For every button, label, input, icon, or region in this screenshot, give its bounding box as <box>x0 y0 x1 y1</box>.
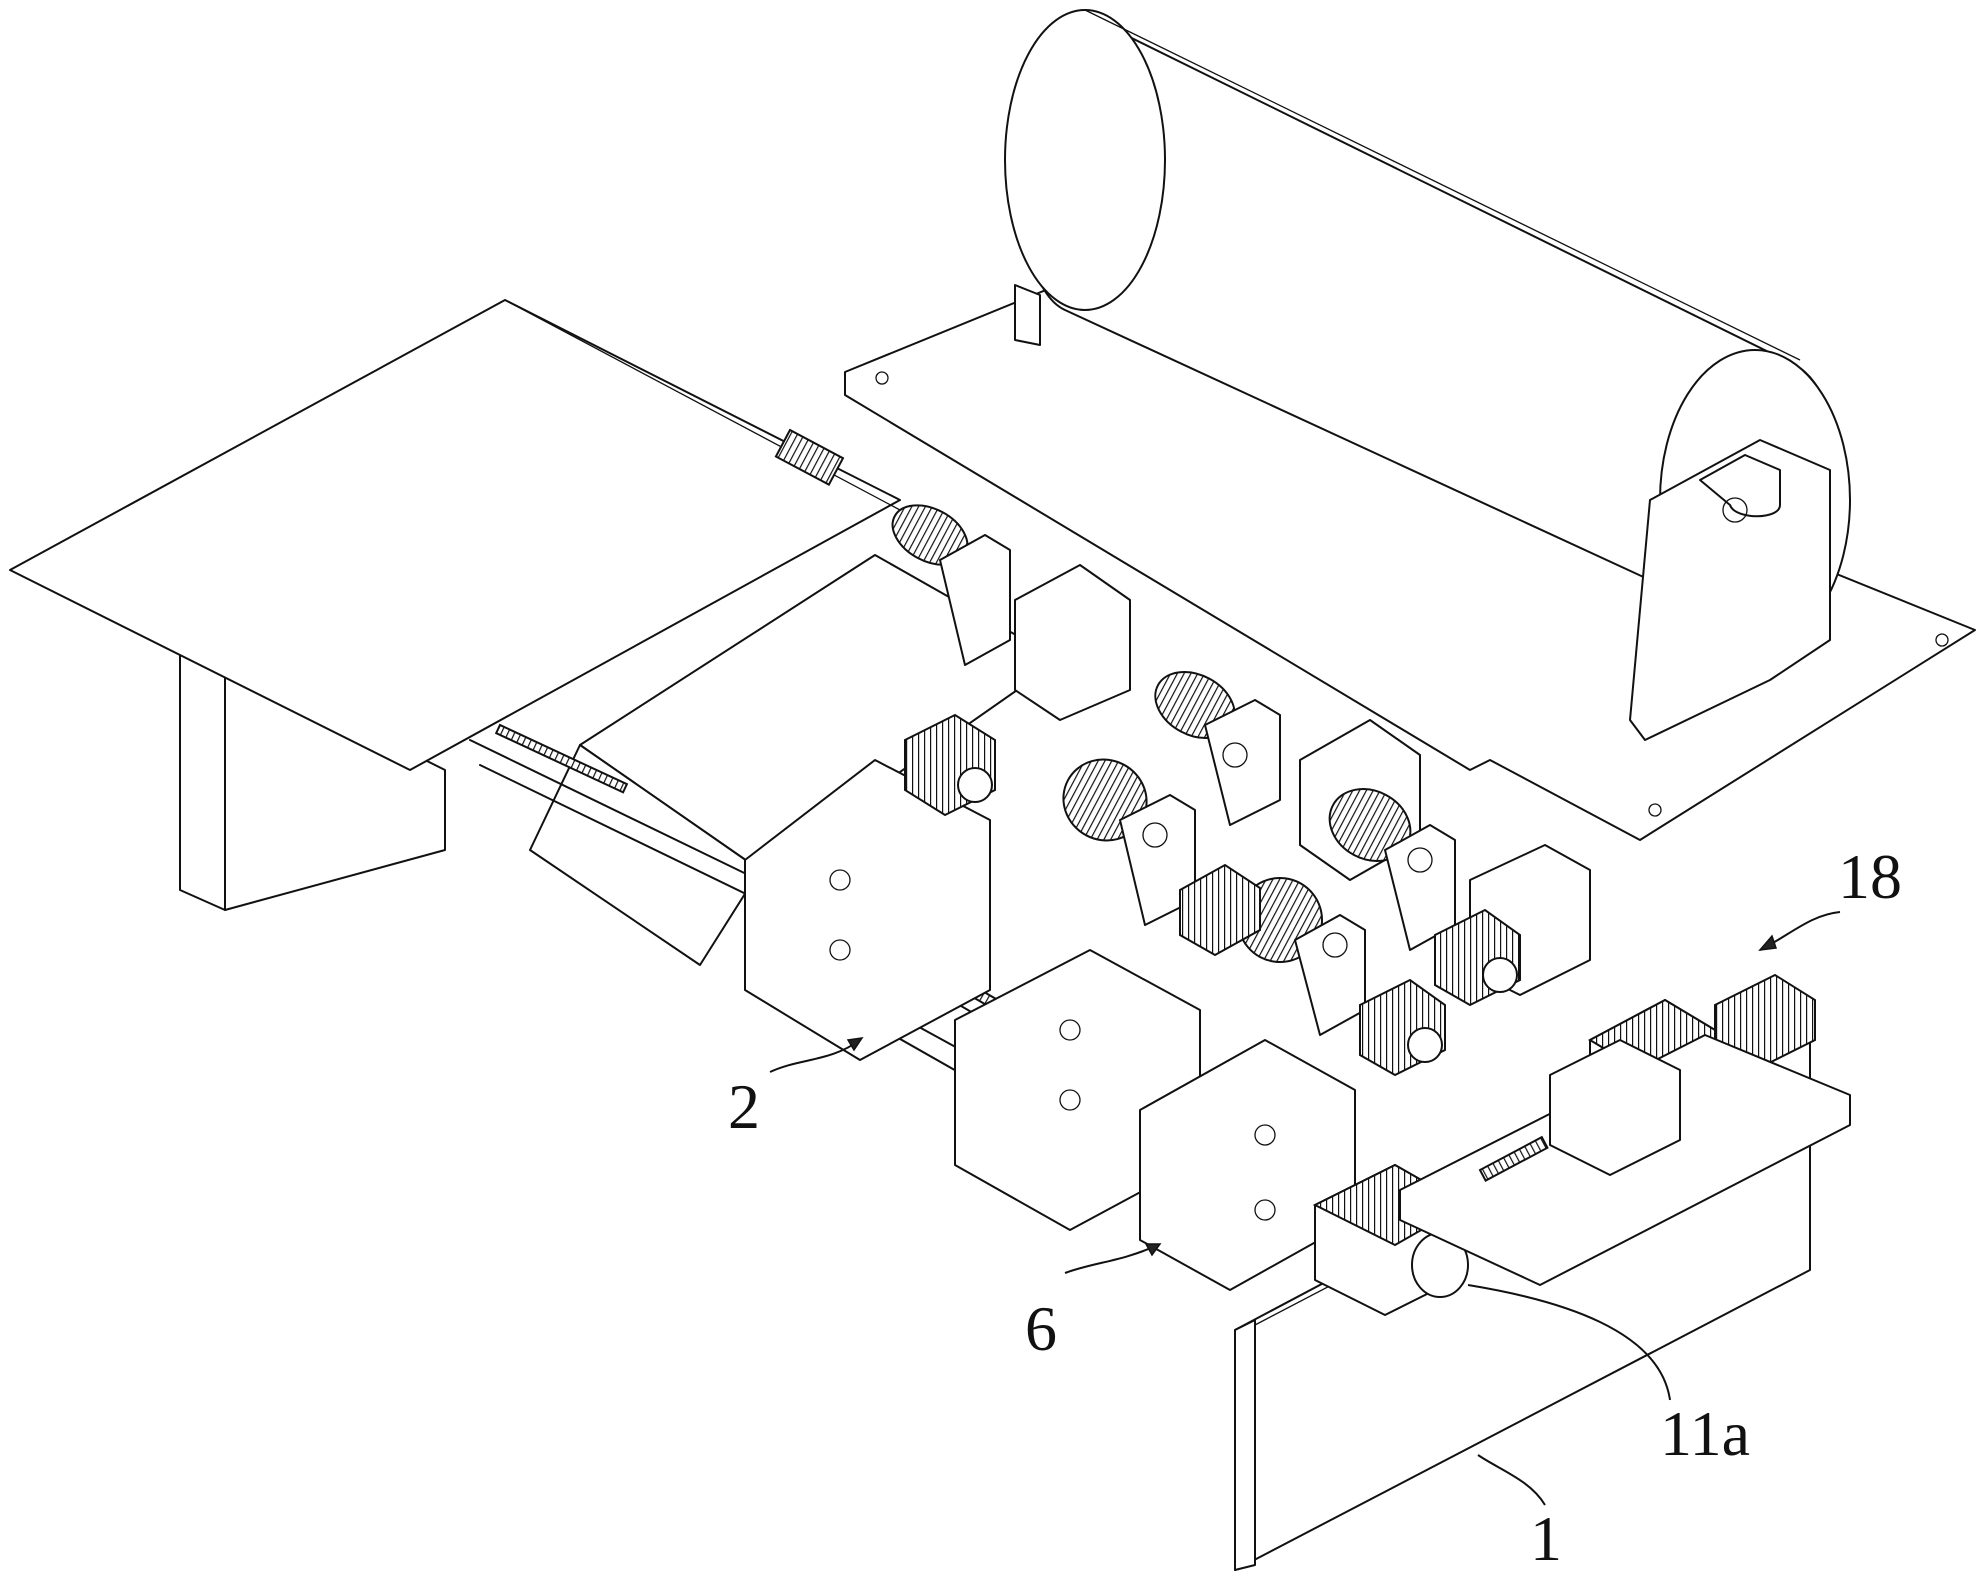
callout-11a: 11a <box>1467 1284 1750 1469</box>
callout-label-1: 1 <box>1530 1503 1562 1574</box>
callout-label-18: 18 <box>1838 841 1902 912</box>
callout-label-2: 2 <box>728 1071 760 1142</box>
side-frame-plates <box>744 759 1356 1291</box>
pivot-arms <box>939 534 1456 1036</box>
callout-1: 1 <box>1477 1454 1562 1574</box>
slide-rail-module <box>1399 1034 1851 1286</box>
callout-18: 18 <box>1758 841 1902 951</box>
small-motors <box>904 713 1521 1077</box>
callout-6: 6 <box>1025 1243 1162 1364</box>
callout-label-6: 6 <box>1025 1293 1057 1364</box>
roll-support-bracket <box>1014 284 1831 741</box>
callout-label-11a: 11a <box>1660 1398 1750 1469</box>
callout-2: 2 <box>728 1037 864 1142</box>
left-support-leg <box>179 639 446 911</box>
